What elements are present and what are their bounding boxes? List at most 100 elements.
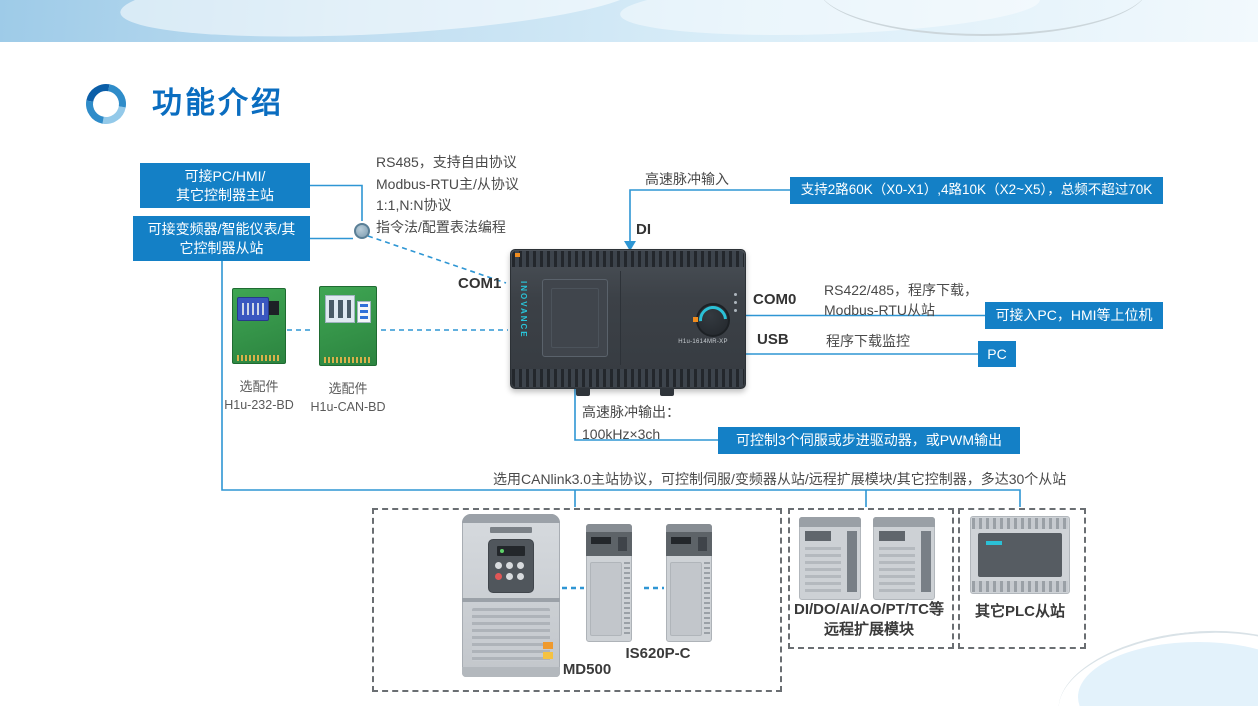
module-slots (805, 547, 841, 592)
ring-icon (78, 76, 134, 132)
accessory-canbd: 选配件 H1u-CAN-BD (300, 286, 396, 414)
expansion-module-2 (873, 517, 935, 600)
plc-brand-logo: INOVANCE (519, 281, 528, 339)
plc-mount-foot (660, 388, 674, 396)
pcb-gold-edge (324, 357, 372, 363)
com0-info-text: RS422/485，程序下载， Modbus-RTU从站 (824, 282, 979, 319)
di-input-line (629, 189, 790, 243)
rs485-info-text: RS485，支持自由协议 Modbus-RTU主/从协议 1:1,N:N协议 指… (376, 154, 519, 236)
accessory-caption: 选配件 (328, 381, 368, 396)
md500-buttons (495, 562, 527, 580)
db9-pins (242, 303, 264, 315)
md500-vents (472, 608, 550, 661)
md500-top-cap (462, 514, 560, 523)
pulse-output-target-box: 可控制3个伺服或步进驱动器，或PWM输出 (718, 427, 1020, 454)
module-label-plate (879, 531, 905, 541)
miniplc-front-panel (978, 533, 1062, 577)
dip-switch-toggles (360, 304, 368, 320)
group-drives (372, 508, 782, 692)
plc-model-text: H1u-1614MR-XP (678, 339, 728, 345)
module-top-cap (873, 517, 935, 527)
pcb-232bd (232, 288, 286, 364)
expansion-module-1 (799, 517, 861, 600)
servo-front-panel (590, 562, 622, 636)
dip-switch (357, 301, 371, 323)
servo-heatsink-fins (704, 562, 710, 636)
usb-label: USB (757, 331, 789, 348)
usb-info-text: 程序下载监控 (826, 333, 910, 349)
callout-slave-station: 可接变频器/智能仪表/其 它控制器从站 (133, 216, 310, 261)
pulse-input-spec-box: 支持2路60K（X0-X1）,4路10K（X2~X5），总频不超过70K (790, 177, 1163, 204)
plc-orange-marker (515, 253, 520, 257)
plc-mount-foot (576, 388, 590, 396)
pulse-input-title: 高速脉冲输入 (645, 171, 729, 187)
servo-top-cap (666, 524, 712, 532)
servo-drive-1 (586, 524, 632, 642)
servo-display (591, 537, 611, 544)
other-plc-label: 其它PLC从站 (974, 603, 1065, 620)
db9-connector (237, 297, 269, 321)
section-title-row: 功能介绍 (78, 76, 284, 132)
pulse-output-info: 高速脉冲输出： 100kHz×3ch (582, 404, 680, 442)
com1-label: COM1 (458, 275, 502, 292)
module-side-strip (921, 531, 931, 592)
servo-top-cap (586, 524, 632, 532)
md500-display (497, 546, 525, 556)
com0-target-box: 可接入PC，HMI等上位机 (985, 302, 1163, 329)
other-plc-device (970, 516, 1070, 594)
servo-connector (618, 537, 627, 551)
plc-seam (620, 271, 621, 365)
plc-device: INOVANCE H1u-1614MR-XP (510, 249, 746, 396)
plc-terminal-strip-top (512, 251, 744, 267)
accessory-232bd: 选配件 H1u-232-BD (213, 288, 305, 412)
miniplc-terminals-bottom (972, 581, 1068, 592)
md500-keypad (488, 539, 534, 593)
header-streak (118, 0, 642, 48)
pcb-chip (269, 301, 279, 315)
servo-drive-2 (666, 524, 712, 642)
servo-heatsink-fins (624, 562, 630, 636)
servo-connector (698, 537, 707, 551)
md500-warning-label (543, 652, 553, 659)
header-band (0, 0, 1258, 48)
pcb-canbd (319, 286, 377, 366)
master-box-line (310, 184, 363, 221)
md500-foot (462, 667, 560, 677)
di-label: DI (636, 221, 651, 238)
expansion-group-label: DI/DO/AI/AO/PT/TC等 远程扩展模块 (793, 601, 944, 639)
callout-master-station: 可接PC/HMI/ 其它控制器主站 (140, 163, 310, 208)
terminal-holes (329, 300, 351, 318)
servo-front-panel (670, 562, 702, 636)
module-side-strip (847, 531, 857, 592)
accessory-model: H1u-CAN-BD (310, 400, 386, 414)
com0-label: COM0 (753, 291, 797, 308)
servo-model-label: IS620P-C (625, 645, 691, 662)
junction-node (354, 223, 370, 239)
servo-display (671, 537, 691, 544)
accessory-model: H1u-232-BD (224, 398, 294, 412)
terminal-block (325, 295, 355, 323)
module-slots (879, 547, 915, 592)
pcb-gold-edge (237, 355, 281, 361)
canlink-info-text: 选用CANlink3.0主站协议，可控制伺服/变频器从站/远程扩展模块/其它控制… (493, 471, 1067, 487)
group-other-plc (958, 508, 1086, 649)
module-label-plate (805, 531, 831, 541)
md500-band (462, 598, 560, 602)
plc-dial (693, 303, 730, 337)
module-top-cap (799, 517, 861, 527)
servo-header (666, 532, 712, 556)
usb-target-box: PC (978, 341, 1016, 367)
page-title: 功能介绍 (152, 87, 284, 120)
plc-expansion-slot (542, 279, 608, 357)
plc-dial-notch (693, 317, 698, 322)
group-expansion (788, 508, 954, 649)
inverter-model-label: MD500 (562, 661, 612, 678)
miniplc-terminals-top (972, 518, 1068, 529)
plc-terminal-strip-bottom (512, 369, 744, 387)
md500-inverter (462, 514, 560, 677)
md500-logo-strip (490, 527, 532, 533)
plc-status-leds (734, 293, 737, 312)
md500-warning-label (543, 642, 553, 649)
servo-header (586, 532, 632, 556)
